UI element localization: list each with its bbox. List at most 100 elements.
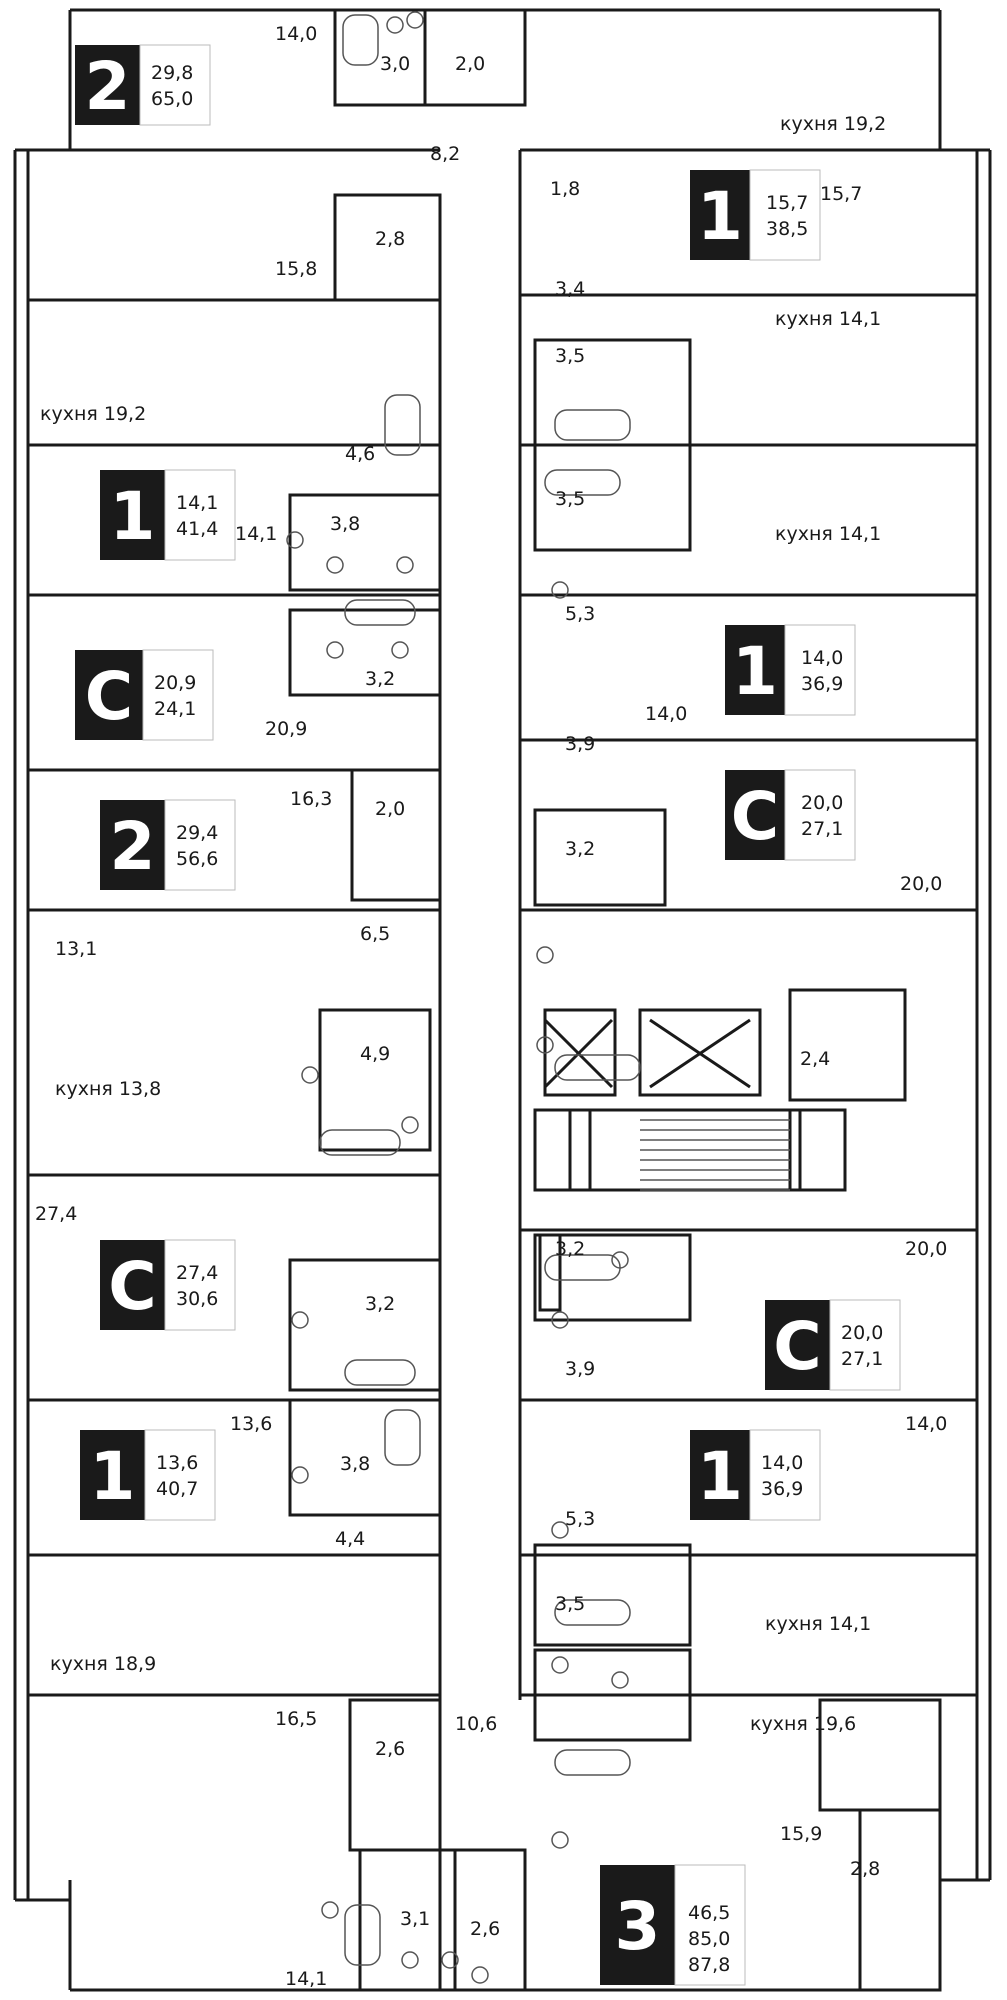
apartment-badge-apt-g: 2 29,4 56,6 [100, 799, 236, 891]
room-label: кухня 14,1 [775, 523, 881, 545]
apartment-type: С [85, 658, 133, 735]
room-label: кухня 19,2 [40, 403, 146, 425]
room-label: 15,9 [780, 1823, 822, 1845]
total-area: 56,6 [176, 848, 218, 870]
apartment-type: 1 [110, 478, 156, 555]
badge-box [765, 1300, 830, 1390]
room-label: 15,8 [275, 258, 317, 280]
apartment-badge-apt-k: 1 14,0 36,9 [690, 1429, 821, 1521]
badge-box [600, 1865, 675, 1985]
living-area: 14,1 [176, 492, 218, 514]
apartment-badge-apt-j: 1 13,6 40,7 [80, 1429, 216, 1521]
living-area: 15,7 [766, 192, 808, 214]
room-label: 4,9 [360, 1043, 390, 1065]
room-label: 5,3 [565, 603, 595, 625]
total-area: 40,7 [156, 1478, 198, 1500]
room-label: кухня 18,9 [50, 1653, 156, 1675]
room-label: 2,4 [800, 1048, 830, 1070]
badge-box [75, 45, 140, 125]
total-area: 30,6 [176, 1288, 218, 1310]
room-label: 3,1 [400, 1908, 430, 1930]
room-label: 3,2 [565, 838, 595, 860]
apartment-type: 1 [697, 1438, 743, 1515]
living-area: 20,0 [841, 1322, 883, 1344]
apartment-type: 1 [732, 633, 778, 710]
room-label: 8,2 [430, 143, 460, 165]
room-label: 4,6 [345, 443, 375, 465]
total-area: 36,9 [801, 673, 843, 695]
badge-box [100, 1240, 165, 1330]
room-label: 14,0 [275, 23, 317, 45]
room-labels: 14,0 3,0 2,0 кухня 19,2 8,2 1,8 15,8 2,8 3,4 15,7… [35, 23, 947, 1990]
fixtures [286, 11, 790, 1984]
room-label: 3,9 [565, 1358, 595, 1380]
apartment-type: 3 [615, 1888, 661, 1965]
total-area: 27,1 [841, 1348, 883, 1370]
room-label: 13,6 [230, 1413, 272, 1435]
room-label: 2,6 [470, 1918, 500, 1940]
room-label: 2,0 [375, 798, 405, 820]
room-label: 3,2 [365, 1293, 395, 1315]
room-label: 1,8 [550, 178, 580, 200]
badge-box [725, 625, 785, 715]
room-label: 3,5 [555, 488, 585, 510]
apartment-type: С [108, 1248, 156, 1325]
living-area: 13,6 [156, 1452, 198, 1474]
room-label: 20,0 [905, 1238, 947, 1260]
badge-box [100, 470, 165, 560]
apartment-badge-apt-b: 1 15,7 38,5 [690, 169, 821, 261]
total-area-with-balcony: 87,8 [688, 1954, 730, 1976]
badge-box [690, 170, 750, 260]
room-label: 3,2 [555, 1238, 585, 1260]
apartment-badge-apt-e: С 20,9 24,1 [75, 649, 214, 741]
apartment-badge-apt-i: С 20,0 27,1 [765, 1299, 901, 1391]
room-label: 14,0 [905, 1413, 947, 1435]
room-label: 20,9 [265, 718, 307, 740]
living-area: 14,0 [761, 1452, 803, 1474]
room-label: 14,0 [645, 703, 687, 725]
living-area: 29,4 [176, 822, 218, 844]
room-label: 3,5 [555, 1593, 585, 1615]
total-area: 24,1 [154, 698, 196, 720]
apartment-type: 1 [90, 1438, 136, 1515]
apartment-type: 1 [697, 178, 743, 255]
room-label: 6,5 [360, 923, 390, 945]
apartment-badge-apt-d: 1 14,0 36,9 [725, 624, 856, 716]
room-label: 14,1 [235, 523, 277, 545]
walls [13, 8, 992, 1992]
total-area: 38,5 [766, 218, 808, 240]
apartment-type: С [773, 1308, 821, 1385]
room-label: кухня 14,1 [775, 308, 881, 330]
room-label: 3,5 [555, 345, 585, 367]
room-label: 3,4 [555, 278, 585, 300]
room-label: 2,0 [455, 53, 485, 75]
total-area: 27,1 [801, 818, 843, 840]
room-label: 3,0 [380, 53, 410, 75]
living-area: 20,9 [154, 672, 196, 694]
total-area: 36,9 [761, 1478, 803, 1500]
room-label: 3,8 [330, 513, 360, 535]
badge-box [80, 1430, 145, 1520]
room-label: 2,6 [375, 1738, 405, 1760]
room-label: 13,1 [55, 938, 97, 960]
room-label: кухня 13,8 [55, 1078, 161, 1100]
apartment-type: 2 [85, 48, 131, 125]
room-label: 3,2 [365, 668, 395, 690]
room-label: 16,5 [275, 1708, 317, 1730]
room-label: 2,8 [375, 228, 405, 250]
room-label: 2,8 [850, 1858, 880, 1880]
badge-box [75, 650, 143, 740]
apartment-type: 2 [110, 808, 156, 885]
room-label: 10,6 [455, 1713, 497, 1735]
total-area: 85,0 [688, 1928, 730, 1950]
living-area: 14,0 [801, 647, 843, 669]
room-label: кухня 19,6 [750, 1713, 856, 1735]
room-label: 27,4 [35, 1203, 77, 1225]
room-label: 3,9 [565, 733, 595, 755]
living-area: 20,0 [801, 792, 843, 814]
